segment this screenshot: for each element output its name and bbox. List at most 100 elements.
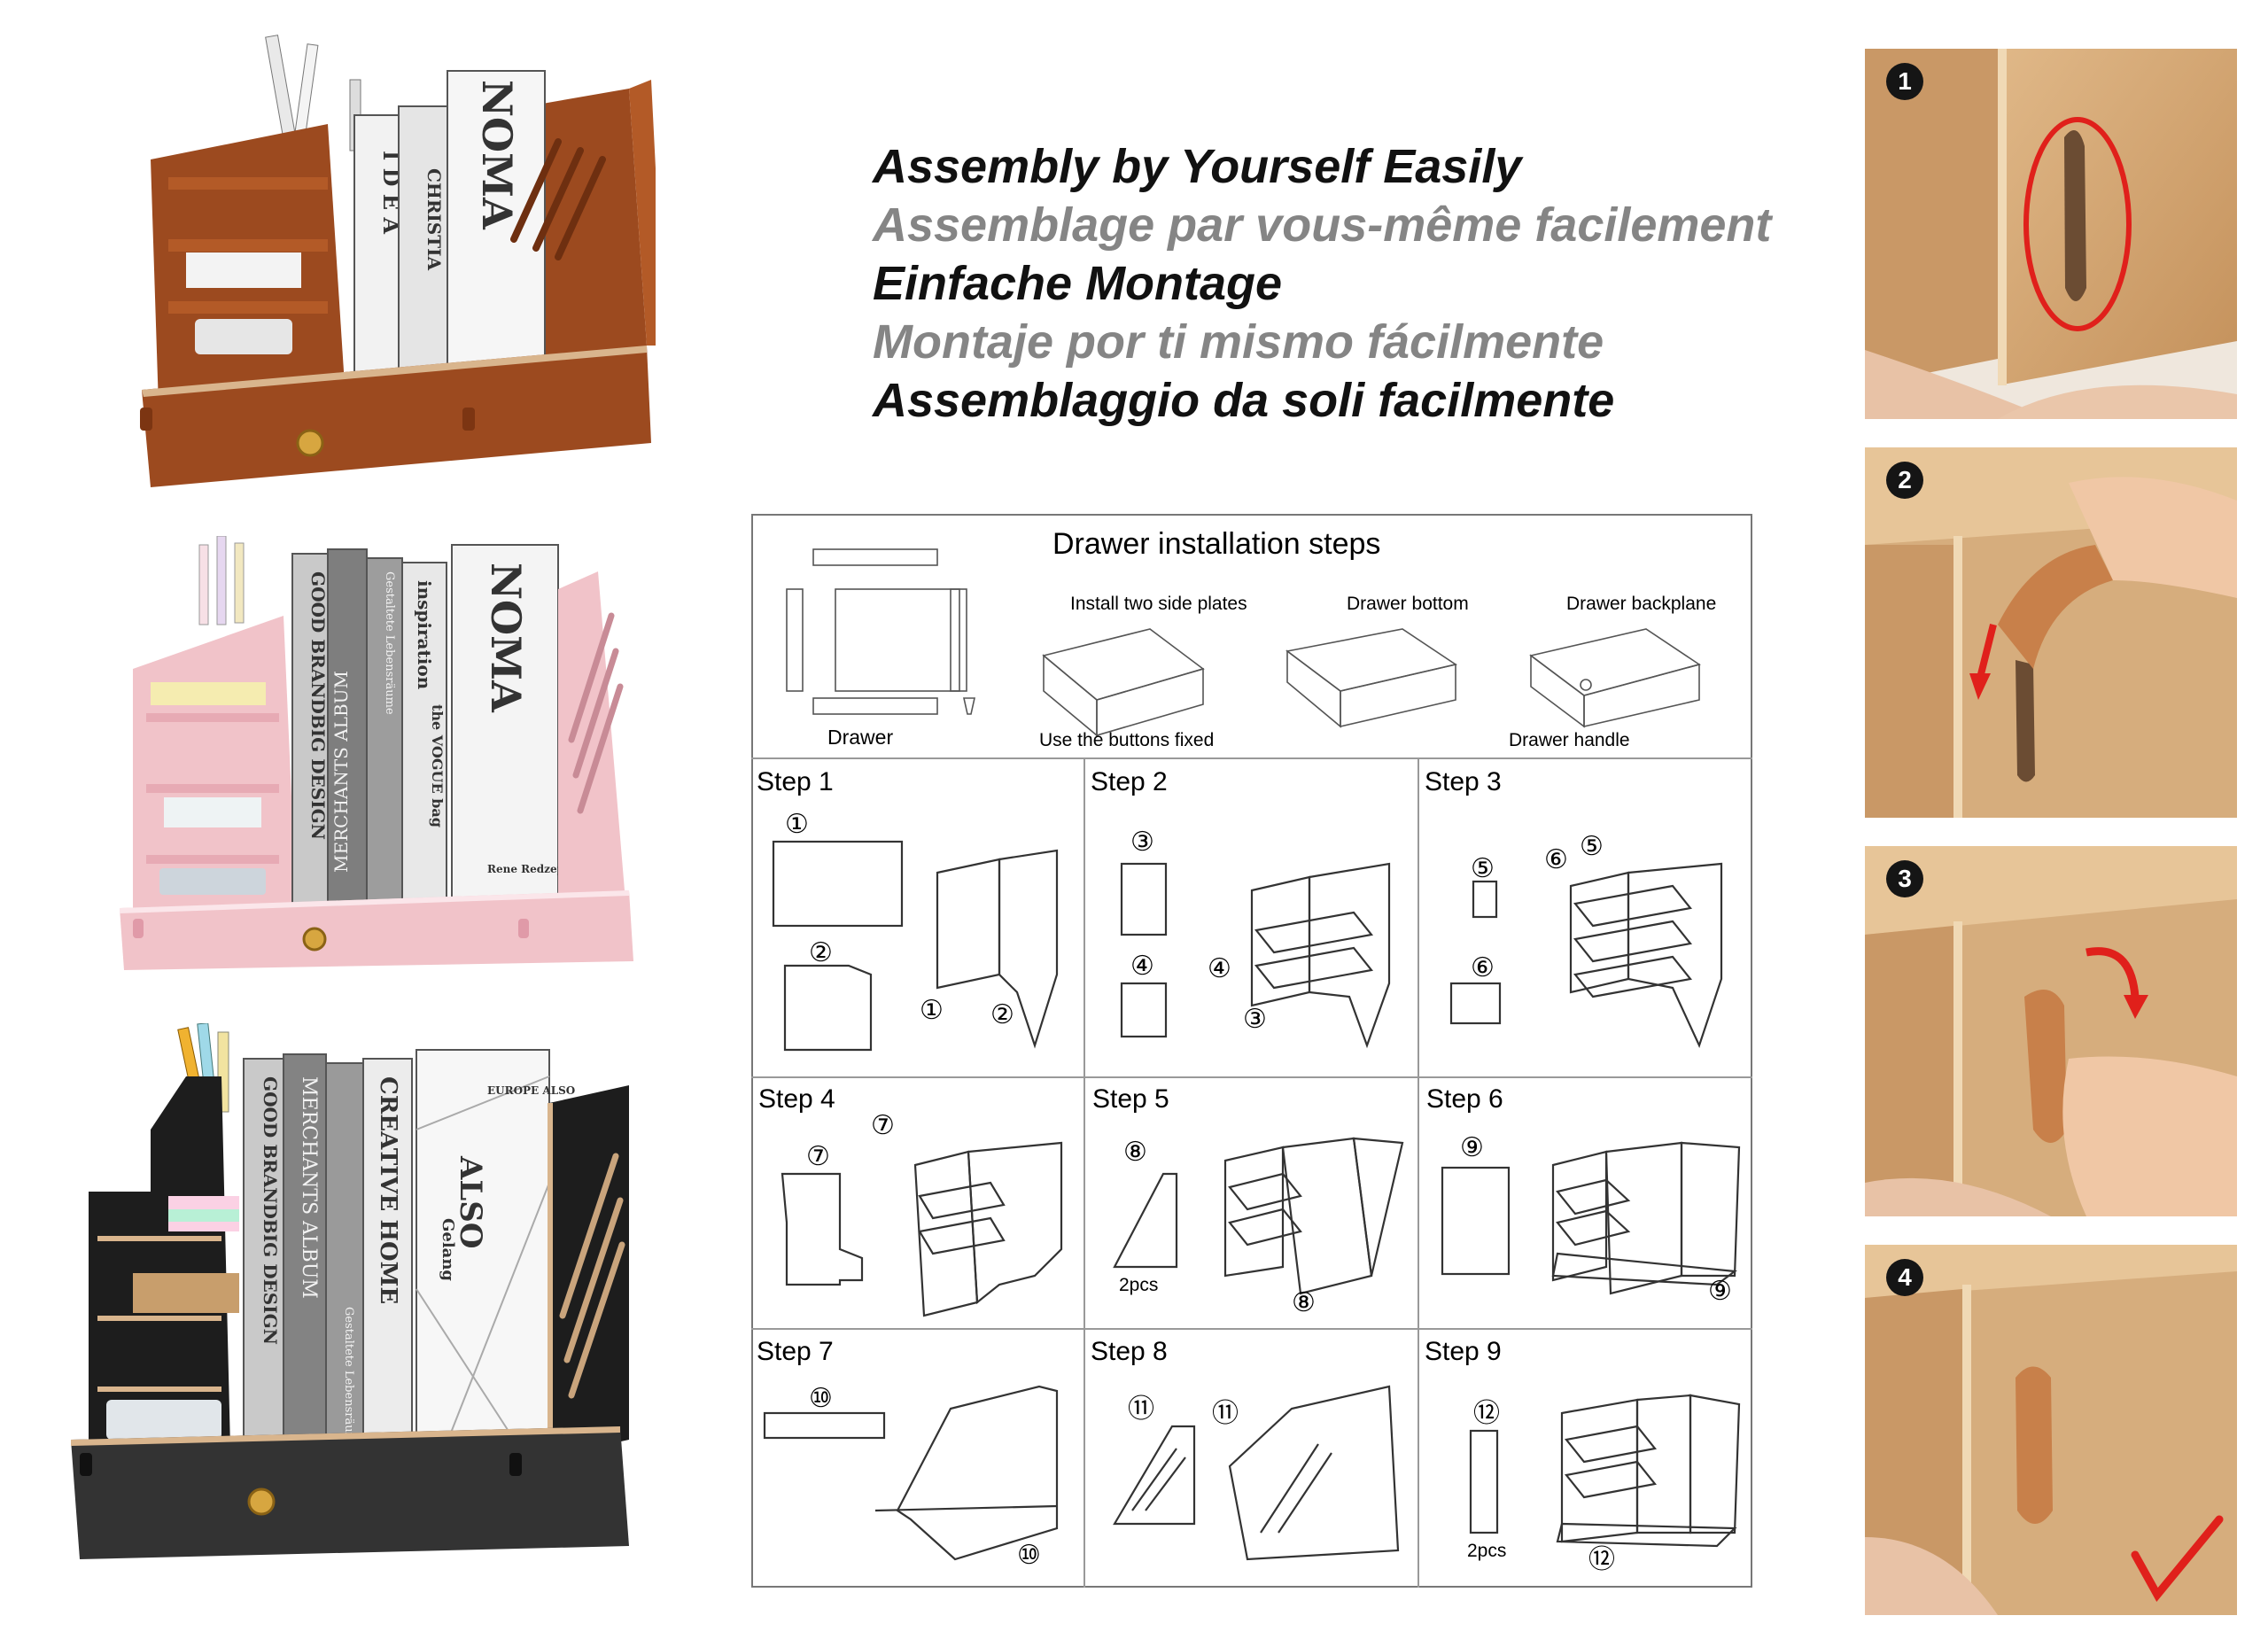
label-drawer-bottom: Drawer bottom [1347, 594, 1469, 614]
part-12-a: ⑫ [1473, 1399, 1500, 1428]
step-badge-3: 3 [1886, 860, 1923, 897]
step-9-title: Step 9 [1425, 1337, 1502, 1366]
pink-pens [198, 536, 245, 625]
pink-book-5 [451, 544, 559, 905]
headline-de: Einfache Montage [873, 257, 1283, 310]
step-2-drawing [1120, 862, 1391, 1049]
pink-book-1-label: GOOD BRANDBIG DESIGN [307, 571, 329, 840]
part-11-a: ⑪ [1128, 1394, 1154, 1424]
part-12-b: ⑫ [1588, 1545, 1615, 1574]
part-4-b: ④ [1208, 954, 1231, 983]
step-1-title: Step 1 [757, 767, 834, 796]
pink-book-3-label: Gestaltete Lebensräume [383, 571, 396, 715]
pink-book-4 [401, 562, 447, 905]
step-badge-2: 2 [1886, 462, 1923, 499]
part-7-a: ⑦ [806, 1142, 830, 1171]
drawer-parts-drawing [786, 548, 975, 715]
step-badge-4: 4 [1886, 1259, 1923, 1296]
step-8-drawing [1113, 1385, 1400, 1561]
black-book-5-label: ALSO [453, 1155, 488, 1248]
step-2-title: Step 2 [1091, 767, 1168, 796]
down-arrow [1977, 624, 1997, 679]
part-1-a: ① [785, 810, 809, 839]
install-photo-4: 4 [1865, 1245, 2237, 1615]
step-3-title: Step 3 [1425, 767, 1502, 796]
black-organizer-photo: GOOD BRANDBIG DESIGN MERCHANTS ALBUM Ges… [71, 1023, 629, 1559]
black-book-2 [283, 1053, 327, 1454]
black-book-4 [362, 1058, 413, 1454]
peg-installed [2016, 1366, 2053, 1524]
part-11-b: ⑪ [1212, 1399, 1239, 1428]
label-side-plates: Install two side plates [1070, 594, 1247, 614]
part-4-a: ④ [1130, 952, 1154, 981]
step-7-drawing [763, 1385, 1059, 1561]
part-8-a: ⑧ [1123, 1138, 1147, 1167]
headline-it: Assemblaggio da soli facilmente [873, 374, 1615, 427]
step-1-drawing [772, 840, 1059, 1052]
part-5-b: ⑤ [1580, 832, 1604, 861]
step-5-drawing [1113, 1137, 1404, 1295]
photo-1-art [1865, 49, 2237, 419]
part-10-b: ⑩ [1017, 1541, 1041, 1570]
part-3-a: ③ [1130, 827, 1154, 857]
headline-fr: Assemblage par vous-même facilement [873, 198, 1772, 252]
part-7-b: ⑦ [871, 1111, 895, 1140]
step-8-title: Step 8 [1091, 1337, 1168, 1366]
rotate-arrow [2085, 947, 2140, 998]
photo-2-art [1865, 447, 2237, 818]
step-6-title: Step 6 [1426, 1084, 1503, 1114]
black-book-5 [416, 1049, 550, 1454]
label-buttons-fixed: Use the buttons fixed [1039, 730, 1214, 750]
label-drawer-backplane: Drawer backplane [1566, 594, 1716, 614]
black-book-3-label: Gestaltete Lebensräume [342, 1307, 355, 1450]
step-9-drawing [1469, 1394, 1741, 1548]
pink-organizer-photo: GOOD BRANDBIG DESIGN MERCHANTS ALBUM Ges… [120, 536, 633, 970]
brown-organizer-photo: I D E A CHRISTIA NOMA [140, 35, 656, 487]
part-9-a: ⑨ [1460, 1133, 1484, 1162]
install-photo-1: 1 [1865, 49, 2237, 419]
install-photo-3: 3 [1865, 846, 2237, 1216]
step-4-drawing [781, 1141, 1063, 1317]
black-book-4-label: CREATIVE HOME [375, 1076, 401, 1304]
step-5-qty: 2pcs [1119, 1275, 1158, 1295]
pink-book-4b-label: the VOGUE bag [429, 704, 446, 827]
assembly-diagram: Drawer installation steps Drawer Install… [751, 514, 1752, 1588]
black-book-3 [325, 1062, 364, 1454]
diagram-title: Drawer installation steps [1052, 527, 1380, 561]
black-book-5-top: EUROPE ALSO [487, 1084, 575, 1097]
part-9-b: ⑨ [1708, 1277, 1732, 1306]
pink-book-2-label: MERCHANTS ALBUM [330, 671, 352, 873]
headline-es: Montaje por ti mismo fácilmente [873, 315, 1604, 369]
step-7-title: Step 7 [757, 1337, 834, 1366]
part-10-a: ⑩ [809, 1384, 833, 1413]
pink-book-5-label: NOMA [482, 563, 530, 713]
step-4-title: Step 4 [758, 1084, 835, 1114]
pink-book-1 [291, 553, 329, 905]
diagram-grid [751, 757, 1752, 1588]
photo-3-art [1865, 846, 2237, 1216]
pink-book-5-sub: Rene Redzepi [487, 863, 569, 875]
black-book-2-label: MERCHANTS ALBUM [298, 1076, 320, 1299]
black-book-1 [243, 1058, 284, 1454]
part-8-b: ⑧ [1292, 1288, 1316, 1317]
part-6-a: ⑥ [1471, 953, 1495, 983]
part-6-b: ⑥ [1544, 845, 1568, 874]
book-christia-label: CHRISTIA [423, 168, 445, 270]
part-2-a: ② [809, 938, 833, 967]
label-drawer: Drawer [827, 726, 893, 749]
pink-book-4-label: inspiration [414, 580, 435, 690]
slot-highlight-ring [2023, 117, 2132, 331]
headline-block: Assembly by Yourself Easily Assemblage p… [873, 137, 1771, 430]
install-photo-2: 2 [1865, 447, 2237, 818]
diagram-frame [751, 514, 1752, 1588]
step-9-qty: 2pcs [1467, 1541, 1506, 1561]
book-noma [447, 70, 546, 400]
black-book-5-sub: Gelang [439, 1218, 457, 1281]
book-idea [353, 114, 400, 400]
check-mark-icon [2131, 1515, 2224, 1602]
book-noma-label: NOMA [473, 80, 521, 230]
part-1-b: ① [920, 996, 944, 1025]
black-book-1-label: GOOD BRANDBIG DESIGN [260, 1076, 281, 1345]
step-badge-1: 1 [1886, 63, 1923, 100]
drawer-assembly-drawings [1042, 628, 1701, 737]
